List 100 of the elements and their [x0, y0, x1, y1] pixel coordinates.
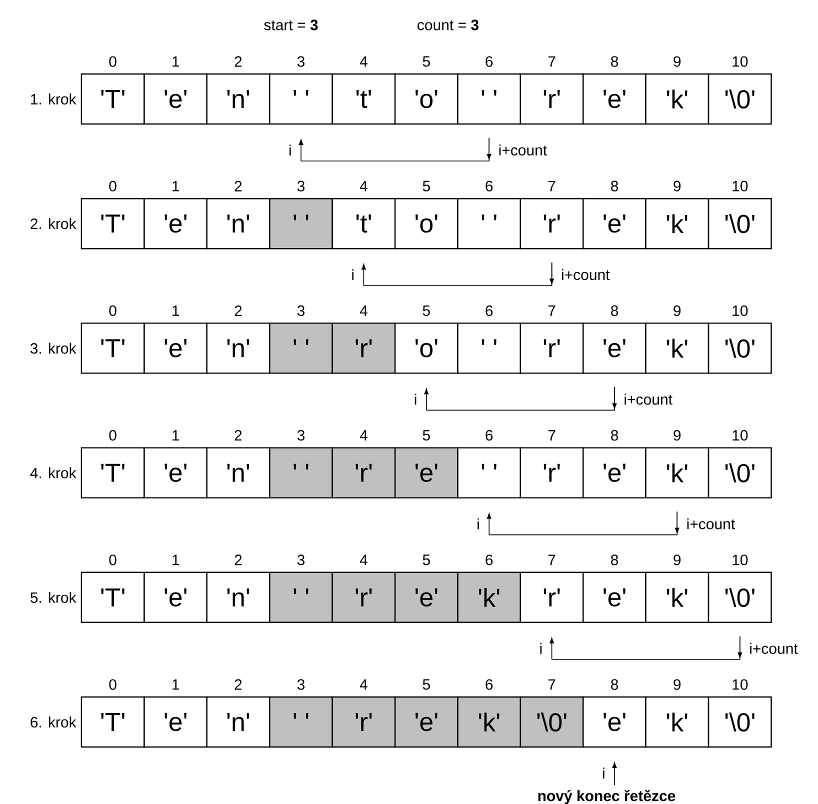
index-number: 0	[109, 180, 116, 192]
index-number: 3	[297, 56, 305, 67]
array-cell: 'k'	[457, 572, 522, 623]
array-cell: ' '	[457, 73, 522, 125]
array-cell: ' '	[269, 572, 333, 623]
index-number: 10	[732, 430, 748, 441]
array-cell: 'e'	[144, 198, 208, 250]
array-cell: 'e'	[394, 447, 458, 498]
pointer-label: i+count	[499, 144, 547, 156]
array-cell: 'k'	[457, 696, 522, 748]
array-cell: '\0'	[708, 198, 772, 250]
index-number: 0	[109, 305, 116, 316]
array-cell: ' '	[269, 73, 333, 125]
index-number: 0	[109, 56, 116, 67]
array-cell: 'e'	[144, 73, 208, 125]
array-cell: 'e'	[582, 73, 646, 125]
array-cell: 'T'	[80, 447, 145, 498]
index-number: 0	[109, 679, 116, 690]
array-cell: 'n'	[206, 73, 270, 125]
row-label: 1. krok	[31, 94, 76, 104]
index-number: 3	[297, 679, 305, 690]
array-cell: 'e'	[144, 447, 208, 498]
index-number: 1	[172, 554, 180, 566]
row-label: 6. krok	[30, 716, 76, 728]
array-cell: 'k'	[645, 73, 710, 125]
array-cell: ' '	[269, 696, 333, 748]
index-number: 1	[172, 679, 180, 690]
index-number: 3	[297, 180, 305, 192]
array-cell: 'o'	[394, 198, 458, 250]
pointer-label: i+count	[750, 642, 798, 654]
index-number: 2	[234, 554, 242, 566]
index-number: 8	[611, 430, 618, 441]
row-label: 4. krok	[30, 467, 76, 478]
index-number: 9	[674, 305, 681, 316]
index-number: 7	[548, 679, 556, 690]
array-cell: ' '	[457, 198, 522, 250]
index-number: 5	[422, 305, 430, 316]
index-number: 9	[674, 679, 681, 690]
index-number: 6	[486, 554, 493, 566]
array-cell: 'e'	[144, 322, 208, 374]
index-number: 5	[422, 430, 430, 441]
row-label: 3. krok	[30, 342, 76, 354]
array-cell: 'k'	[645, 572, 710, 623]
index-number: 2	[234, 180, 242, 192]
index-number: 4	[360, 554, 368, 566]
array-cell: 'r'	[332, 572, 396, 623]
index-number: 4	[360, 679, 368, 690]
array-cell: '\0'	[708, 447, 772, 498]
index-number: 7	[548, 306, 556, 316]
index-number: 6	[486, 56, 493, 67]
index-number: 1	[172, 180, 180, 192]
index-number: 7	[548, 180, 556, 192]
array-cell: 'e'	[582, 322, 646, 374]
array-cell: 'r'	[520, 572, 584, 623]
array-cell: 'n'	[206, 322, 270, 374]
index-number: 1	[172, 56, 180, 67]
row-label: 5. krok	[30, 592, 76, 603]
array-cell: '\0'	[708, 73, 772, 125]
index-number: 8	[611, 554, 618, 566]
index-number: 2	[234, 679, 242, 690]
index-number: 8	[611, 305, 618, 316]
array-cell: 'o'	[394, 73, 458, 125]
array-cell: 'r'	[332, 696, 396, 748]
parameter-label: start = 3	[264, 20, 318, 30]
pointer-label: i	[352, 269, 354, 280]
array-cell: 'T'	[80, 198, 145, 250]
index-number: 6	[486, 305, 493, 316]
pointer-label: i	[289, 144, 291, 156]
array-cell: 't'	[332, 198, 396, 250]
index-number: 5	[422, 554, 430, 566]
index-number: 6	[486, 430, 493, 441]
array-cell: 'k'	[645, 198, 710, 250]
array-cell: 'r'	[520, 322, 584, 374]
pointer-label: i+count	[562, 269, 610, 280]
index-number: 2	[234, 430, 242, 441]
index-number: 2	[234, 305, 242, 316]
index-number: 0	[109, 430, 116, 441]
array-cell: 'r'	[520, 73, 584, 125]
index-number: 7	[548, 56, 556, 67]
row-label: 2. krok	[30, 218, 76, 230]
pointer-label: i+count	[687, 518, 735, 530]
index-number: 5	[422, 180, 430, 192]
array-cell: 'e'	[582, 696, 646, 748]
array-cell: ' '	[269, 198, 333, 250]
array-cell: ' '	[457, 447, 522, 498]
caption-label: nový konec řetězce	[538, 790, 676, 804]
index-number: 5	[422, 56, 430, 67]
array-cell: 'T'	[80, 696, 145, 748]
array-cell: 'r'	[332, 447, 396, 498]
index-number: 1	[172, 306, 180, 316]
array-cell: ' '	[269, 447, 333, 498]
index-number: 9	[674, 180, 681, 192]
array-cell: 'r'	[520, 198, 584, 250]
index-number: 10	[732, 554, 748, 566]
index-number: 6	[486, 679, 493, 690]
index-number: 0	[109, 554, 116, 566]
array-cell: 'r'	[332, 322, 396, 374]
index-number: 5	[422, 679, 430, 690]
array-cell: '\0'	[708, 572, 772, 623]
index-number: 7	[548, 430, 556, 440]
